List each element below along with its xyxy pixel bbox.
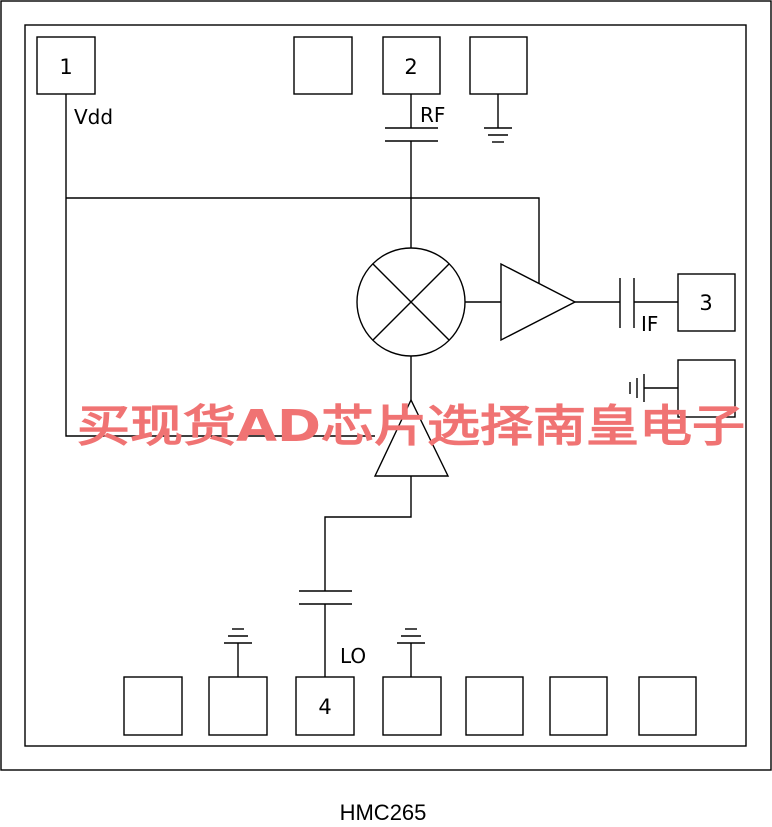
pad-3	[677, 273, 736, 332]
label-if: IF	[641, 312, 658, 336]
part-number-caption: HMC265	[340, 800, 427, 825]
pad-nc-b3	[549, 676, 608, 736]
pad-2	[382, 36, 441, 95]
lo-trace	[324, 476, 412, 591]
if-amplifier-icon	[500, 262, 577, 342]
watermark-text: 买现货AD芯片选择南皇电子	[77, 401, 745, 452]
vdd-trace	[65, 94, 375, 437]
pin-4-number: 4	[318, 695, 331, 719]
die-outline	[24, 24, 747, 747]
pad-nc-top	[293, 36, 353, 95]
ground-icon-bottom-2	[397, 628, 425, 644]
ground-icon-bottom-1	[224, 628, 252, 644]
label-lo: LO	[340, 644, 366, 668]
ground-icon-right	[629, 374, 645, 402]
pad-nc-b2	[465, 676, 524, 736]
pin-1-number: 1	[59, 55, 72, 79]
label-rf: RF	[420, 103, 445, 127]
pad-gnd-right	[677, 359, 736, 418]
mixer-icon	[356, 247, 466, 357]
label-vdd: Vdd	[74, 105, 113, 129]
ground-icon-top	[484, 127, 512, 143]
pad-1	[36, 36, 96, 95]
pad-4	[295, 676, 355, 736]
pad-nc-b1	[123, 676, 183, 736]
pin-2-number: 2	[404, 55, 417, 79]
pin-3-number: 3	[699, 291, 712, 315]
pad-gnd-b2	[382, 676, 442, 736]
package-outline	[0, 0, 772, 771]
vdd-bus-top	[66, 197, 540, 283]
pad-gnd-top	[469, 36, 528, 95]
pad-gnd-b1	[208, 676, 268, 736]
pad-nc-b4	[638, 676, 697, 736]
